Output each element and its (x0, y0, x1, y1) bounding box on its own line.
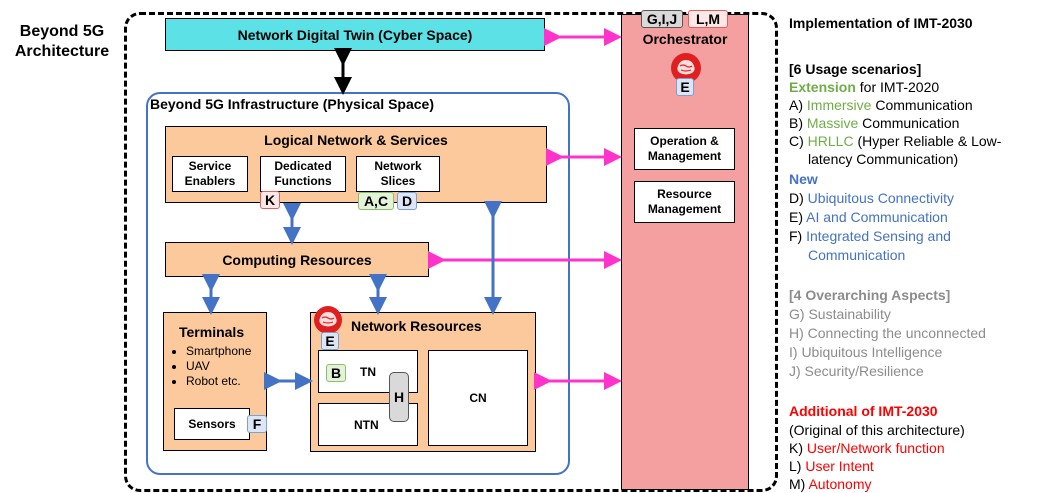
usage-b-word: Massive (806, 115, 859, 131)
tag-e-orchestrator: E (676, 78, 694, 96)
usage-a: A) Immersive Communication (789, 96, 973, 114)
usage-b: B) Massive Communication (789, 114, 959, 132)
usage-b-prefix: B) (789, 115, 807, 131)
usage-f-prefix: F) (789, 228, 807, 244)
additional-k-word: User/Network function (806, 440, 945, 456)
network-resources-title: Network Resources (351, 318, 482, 334)
logical-network-title: Logical Network & Services (264, 132, 448, 148)
tag-ac: A,C (358, 192, 394, 210)
cn-label: CN (469, 391, 487, 405)
sensors-box: Sensors (174, 408, 250, 440)
usage-c: C) HRLLC (Hyper Reliable & Low- (789, 132, 1001, 150)
extension-rest: for IMT-2020 (855, 79, 940, 95)
additional-m-prefix: M) (789, 476, 809, 492)
usage-a-prefix: A) (789, 97, 807, 113)
additional-title: Additional of IMT-2030 (789, 403, 938, 419)
ai-brain-icon (314, 306, 342, 334)
usage-f-line2: Communication (808, 247, 906, 263)
usage-e-prefix: E) (789, 209, 807, 225)
terminals-title: Terminals (179, 324, 245, 340)
original-note: (Original of this architecture) (789, 422, 965, 438)
extension-word: Extension (789, 79, 856, 95)
extension-line: Extension for IMT-2020 (789, 78, 939, 96)
sensors-label: Sensors (188, 417, 236, 431)
additional-k: K) User/Network function (789, 439, 945, 457)
network-slices-label: Network Slices (374, 159, 422, 188)
dedicated-functions-label: Dedicated Functions (274, 159, 332, 188)
usage-c-word: HRLLC (807, 133, 854, 149)
ai-brain-icon (671, 53, 701, 83)
tag-f: F (247, 415, 267, 433)
additional-k-prefix: K) (789, 440, 807, 456)
service-enablers-box: Service Enablers (172, 156, 248, 192)
network-digital-twin-label: Network Digital Twin (Cyber Space) (237, 26, 473, 43)
resource-management-label: Resource Management (647, 187, 722, 216)
network-slices-box: Network Slices (356, 156, 440, 192)
additional-m-word: Autonomy (808, 476, 872, 492)
usage-title: [6 Usage scenarios] (789, 61, 922, 77)
usage-f: F) Integrated Sensing and (789, 227, 951, 245)
terminal-item: UAV (186, 359, 266, 374)
additional-l: L) User Intent (789, 457, 874, 475)
usage-d: D) Ubiquitous Connectivity (789, 189, 954, 207)
legend-heading: Implementation of IMT-2030 (789, 15, 973, 31)
aspect-g: G) Sustainability (789, 306, 891, 322)
tag-gij: G,I,J (641, 10, 683, 28)
aspect-j: J) Security/Resilience (789, 363, 924, 379)
dedicated-functions-box: Dedicated Functions (260, 156, 346, 192)
infrastructure-label: Beyond 5G Infrastructure (Physical Space… (150, 96, 434, 112)
aspect-i: I) Ubiquitous Intelligence (789, 344, 943, 360)
usage-d-prefix: D) (789, 190, 808, 206)
network-digital-twin-box: Network Digital Twin (Cyber Space) (165, 18, 545, 51)
tag-d: D (397, 192, 417, 210)
operation-management-box: Operation & Management (634, 128, 735, 170)
new-label: New (789, 171, 818, 187)
terminal-item: Robot etc. (186, 374, 266, 389)
usage-c-line2: latency Communication) (808, 151, 959, 167)
usage-c-prefix: C) (789, 133, 808, 149)
computing-resources-box: Computing Resources (165, 242, 429, 277)
orchestrator-title: Orchestrator (642, 31, 728, 47)
infrastructure-frame (146, 92, 570, 475)
architecture-title: Beyond 5G Architecture (14, 23, 110, 60)
tag-e-network: E (321, 332, 339, 350)
aspects-title: [4 Overarching Aspects] (789, 287, 951, 303)
usage-e-word: AI and Communication (806, 209, 948, 225)
usage-f-word: Integrated Sensing and (806, 228, 951, 244)
additional-m: M) Autonomy (789, 475, 872, 493)
tag-b: B (326, 364, 346, 382)
terminal-item: Smartphone (186, 344, 266, 359)
cn-box: CN (428, 350, 528, 446)
tn-label: TN (360, 365, 376, 379)
usage-a-word: Immersive (806, 97, 872, 113)
additional-l-word: User Intent (805, 458, 874, 474)
terminals-list: Smartphone UAV Robot etc. (170, 344, 266, 389)
ntn-label: NTN (354, 418, 379, 432)
computing-resources-label: Computing Resources (222, 251, 372, 268)
usage-b-rest: Communication (858, 115, 960, 131)
tag-lm: L,M (688, 10, 728, 28)
usage-d-word: Ubiquitous Connectivity (807, 190, 954, 206)
service-enablers-label: Service Enablers (184, 159, 236, 188)
resource-management-box: Resource Management (634, 181, 735, 223)
tag-k: K (260, 191, 280, 209)
usage-a-rest: Communication (871, 97, 973, 113)
usage-c-rest: (Hyper Reliable & Low- (853, 133, 1002, 149)
operation-management-label: Operation & Management (647, 134, 722, 163)
tag-h: H (389, 372, 409, 422)
aspect-h: H) Connecting the unconnected (789, 325, 986, 341)
usage-e: E) AI and Communication (789, 208, 948, 226)
additional-l-prefix: L) (789, 458, 806, 474)
outer-frame (124, 12, 778, 492)
